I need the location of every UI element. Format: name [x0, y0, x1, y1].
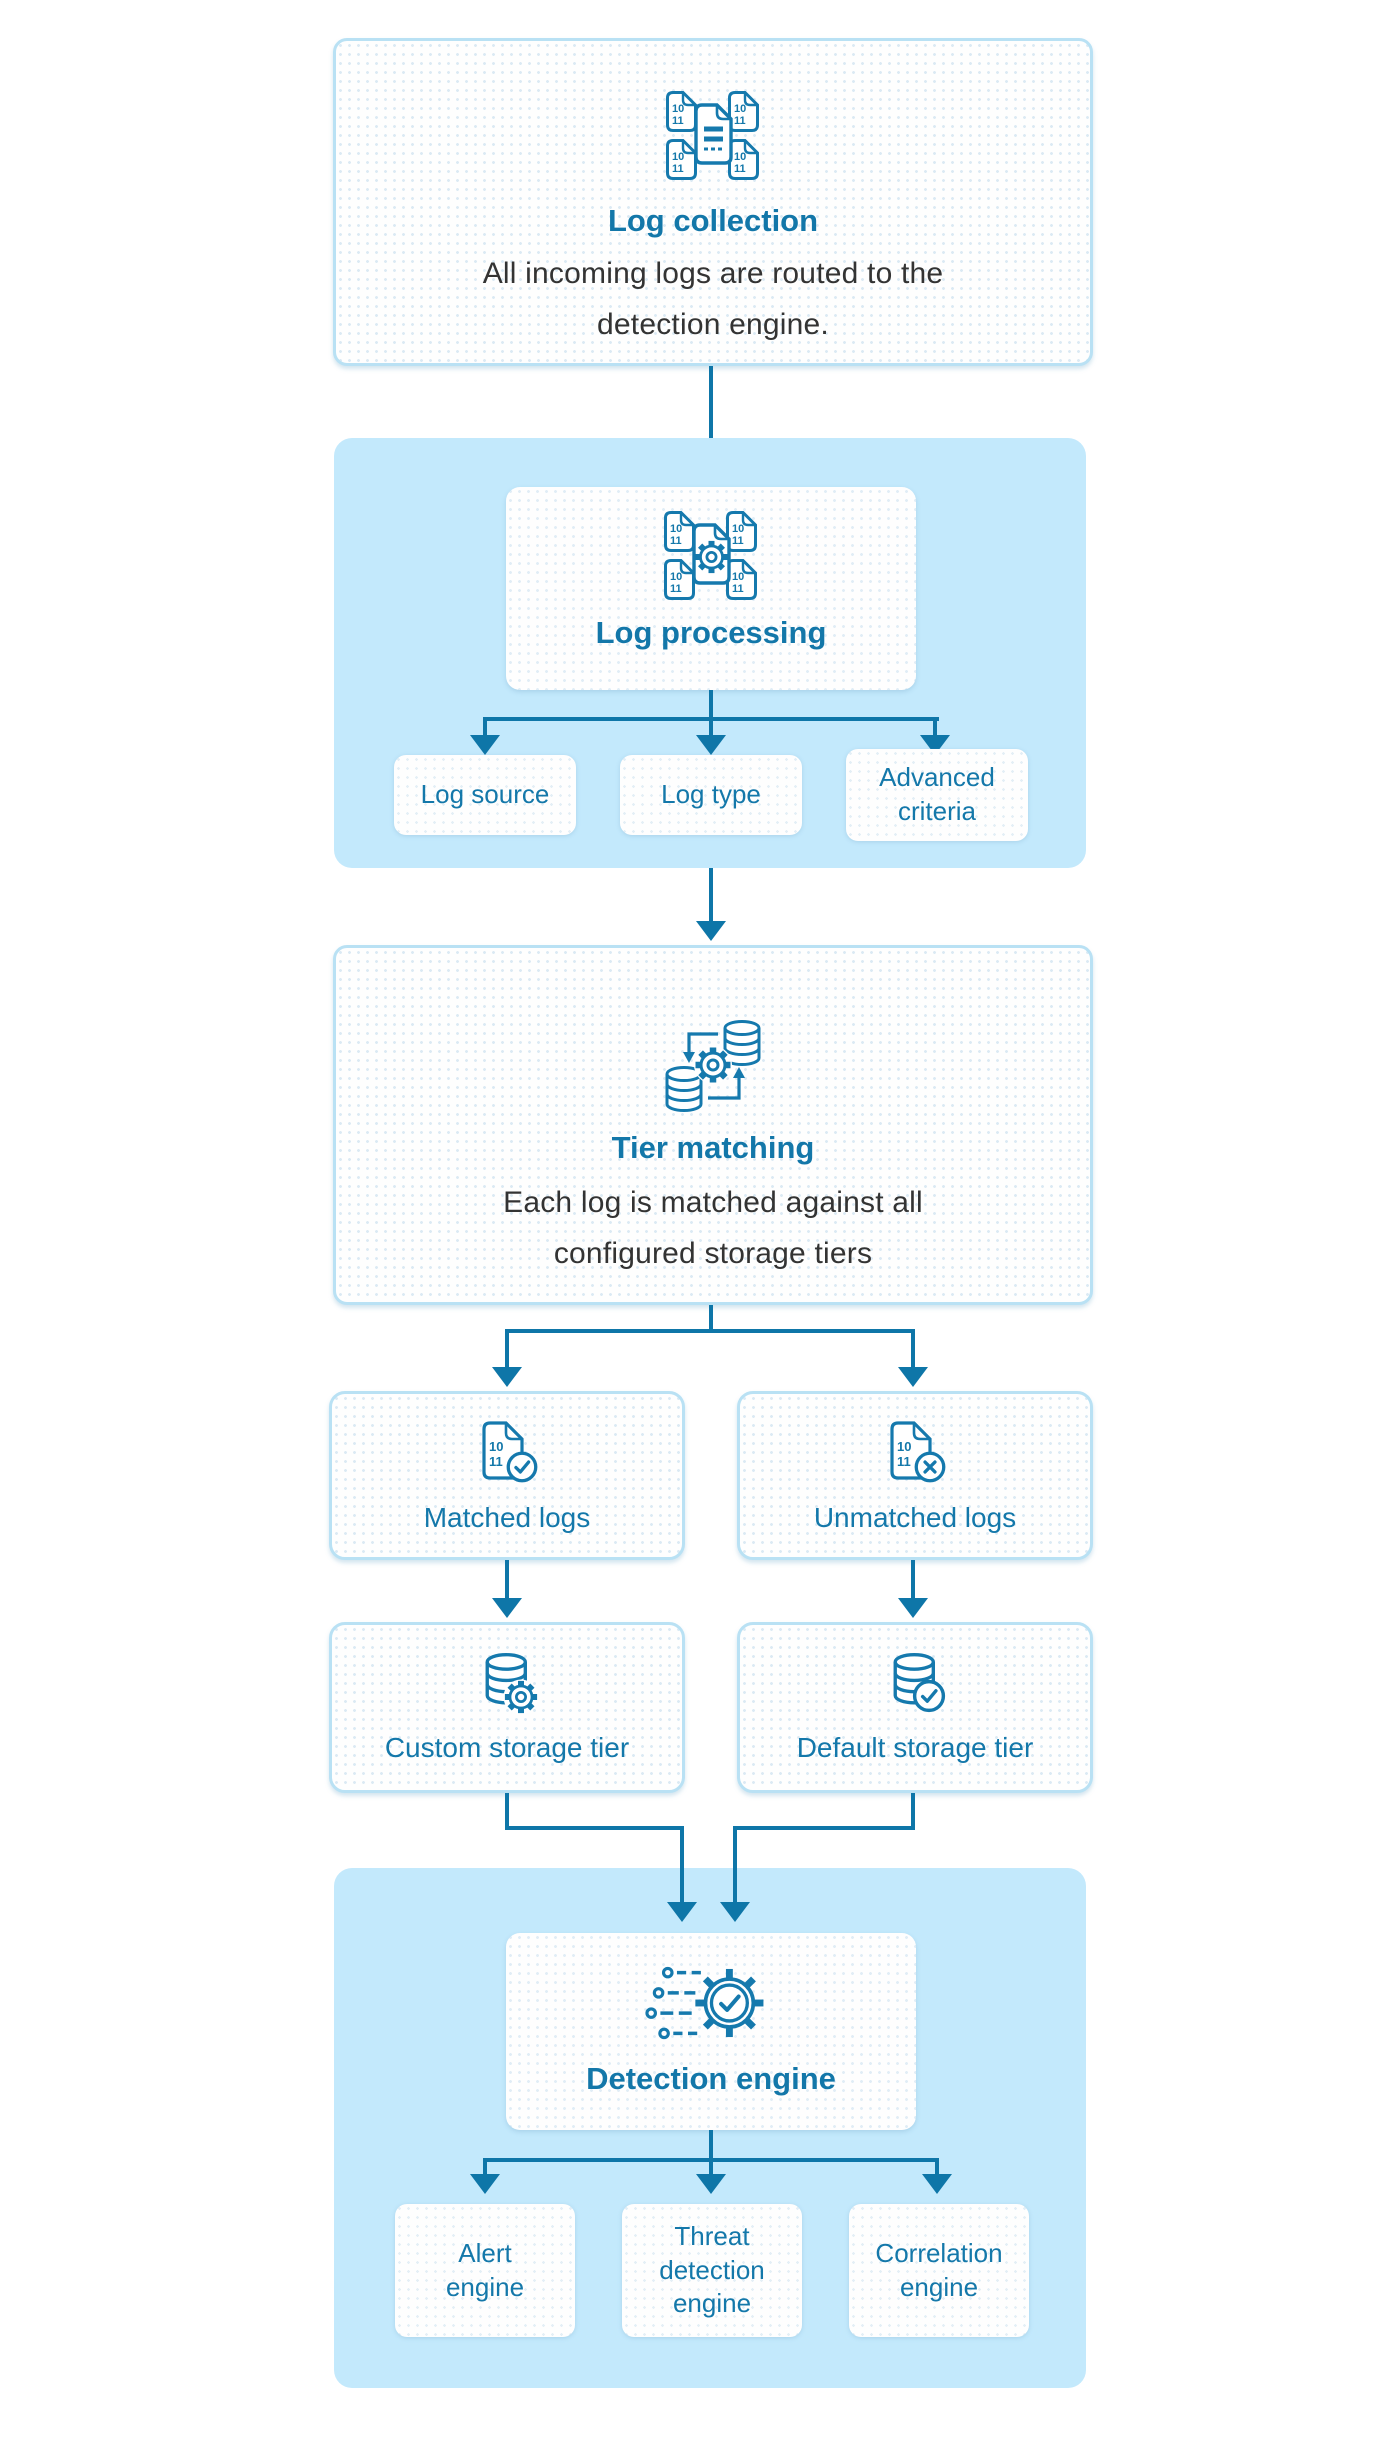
log-collection-description: All incoming logs are routed to the dete… — [483, 248, 944, 350]
arrowhead — [720, 1902, 750, 1922]
connector-drop — [483, 721, 487, 735]
database-check-icon — [893, 1653, 946, 1713]
connector-drop — [709, 721, 713, 735]
connector-tier-stem — [709, 1305, 713, 1331]
connector-tier-branch — [505, 1329, 915, 1333]
connector-default-to-engine — [733, 1826, 737, 1902]
node-log-source: Log source — [394, 755, 576, 835]
node-custom-storage-tier: Custom storage tier — [329, 1622, 685, 1793]
node-tier-matching: Tier matching Each log is matched agains… — [333, 945, 1093, 1305]
svg-text:10: 10 — [897, 1439, 911, 1454]
arrowhead — [492, 1598, 522, 1618]
log-processing-title: Log processing — [595, 615, 827, 650]
connector-default-to-engine — [911, 1793, 915, 1828]
node-detection-engine: Detection engine — [506, 1933, 916, 2130]
connector-drop — [933, 721, 937, 735]
svg-text:11: 11 — [897, 1454, 911, 1469]
connector-processing-stem — [709, 690, 713, 719]
connector-drop — [483, 2162, 487, 2174]
svg-text:10: 10 — [489, 1439, 503, 1454]
threat-detection-engine-label: Threat detection engine — [659, 2220, 765, 2319]
document-x-icon: 10 11 — [890, 1421, 946, 1483]
connector-engine-stem — [709, 2130, 713, 2160]
log-documents-icon — [666, 91, 759, 180]
log-source-label: Log source — [420, 779, 550, 810]
arrowhead — [667, 1902, 697, 1922]
tier-matching-title: Tier matching — [611, 1130, 815, 1165]
connector-collection-to-processing — [709, 366, 713, 461]
node-alert-engine: Alert engine — [395, 2204, 575, 2337]
detection-engine-title: Detection engine — [586, 2061, 836, 2096]
connector-matched-to-custom — [505, 1560, 509, 1598]
node-correlation-engine: Correlation engine — [849, 2204, 1029, 2337]
node-log-collection: Log collection All incoming logs are rou… — [333, 38, 1093, 366]
desc-line: configured storage tiers — [553, 1237, 873, 1270]
log-collection-title: Log collection — [607, 203, 819, 238]
connector-unmatched-to-default — [911, 1560, 915, 1598]
node-matched-logs: 10 11 Matched logs — [329, 1391, 685, 1560]
node-log-type: Log type — [620, 755, 802, 835]
node-advanced-criteria: Advanced criteria — [846, 749, 1028, 841]
gear-check-icon — [645, 1966, 764, 2040]
connector-default-to-engine — [735, 1826, 915, 1830]
svg-text:11: 11 — [489, 1454, 503, 1469]
matched-logs-label: Matched logs — [423, 1502, 591, 1533]
tier-matching-description: Each log is matched against all configur… — [503, 1177, 923, 1279]
node-default-storage-tier: Default storage tier — [737, 1622, 1093, 1793]
desc-line: detection engine. — [597, 308, 829, 341]
connector-drop — [935, 2162, 939, 2174]
connector-custom-to-engine — [505, 1793, 509, 1828]
connector-processing-to-tier — [709, 868, 713, 921]
database-sync-gear-icon — [665, 1020, 761, 1112]
arrowhead — [922, 2174, 952, 2194]
arrowhead — [492, 1367, 522, 1387]
connector-engine-branch — [483, 2158, 939, 2162]
connector-custom-to-engine — [680, 1826, 684, 1902]
alert-engine-label: Alert engine — [445, 2237, 525, 2302]
documents-gear-icon — [664, 511, 757, 600]
desc-line: Each log is matched against all — [503, 1186, 923, 1219]
arrowhead — [898, 1598, 928, 1618]
connector-processing-branch — [483, 717, 939, 721]
arrowhead — [470, 735, 500, 755]
connector-drop — [709, 2162, 713, 2174]
unmatched-logs-label: Unmatched logs — [813, 1502, 1017, 1533]
node-unmatched-logs: 10 11 Unmatched logs — [737, 1391, 1093, 1560]
arrowhead — [898, 1367, 928, 1387]
arrowhead — [696, 735, 726, 755]
document-check-icon: 10 11 — [482, 1421, 538, 1483]
connector-drop — [505, 1333, 509, 1367]
arrowhead — [470, 2174, 500, 2194]
connector-custom-to-engine — [505, 1826, 684, 1830]
node-threat-detection-engine: Threat detection engine — [622, 2204, 802, 2337]
connector-drop — [911, 1333, 915, 1367]
correlation-engine-label: Correlation engine — [875, 2237, 1003, 2302]
advanced-criteria-label: Advanced criteria — [879, 762, 995, 826]
default-storage-tier-label: Default storage tier — [796, 1732, 1034, 1763]
arrowhead — [696, 2174, 726, 2194]
arrowhead — [696, 921, 726, 941]
custom-storage-tier-label: Custom storage tier — [384, 1732, 630, 1763]
log-type-label: Log type — [661, 779, 761, 810]
database-gear-icon — [485, 1653, 540, 1716]
node-log-processing: Log processing — [506, 487, 916, 690]
desc-line: All incoming logs are routed to the — [482, 257, 944, 290]
